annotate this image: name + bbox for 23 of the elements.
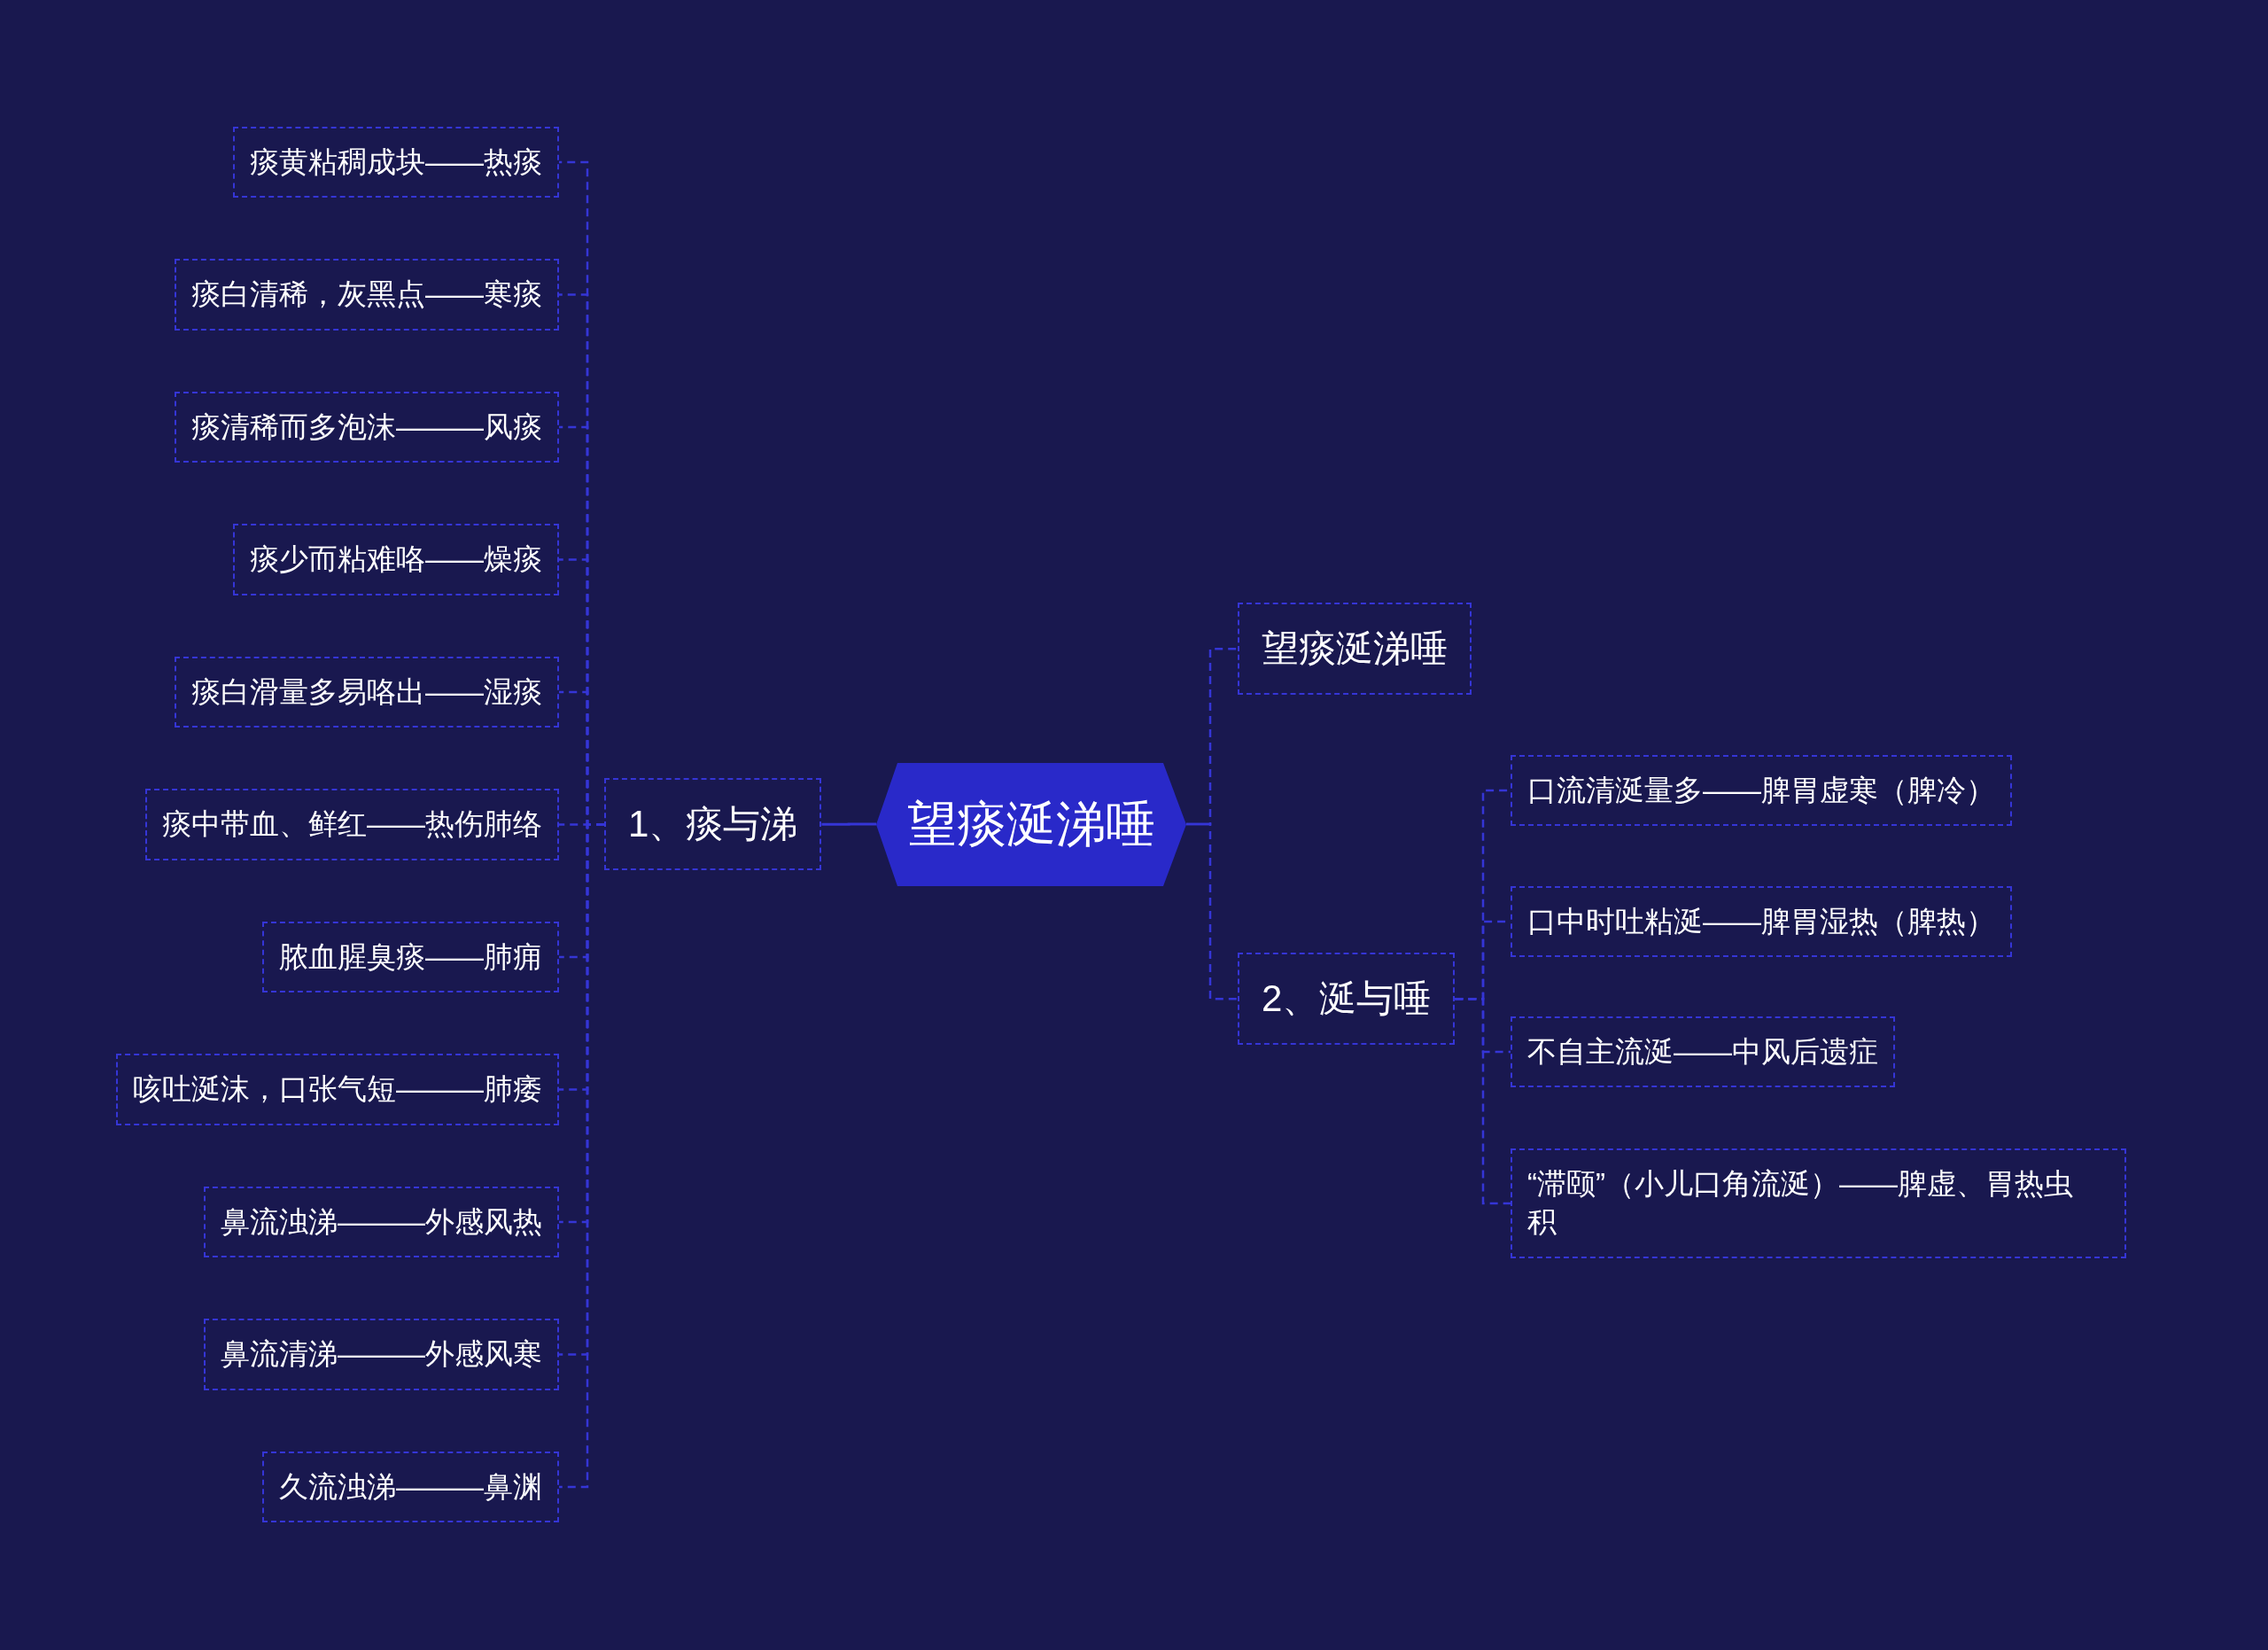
- leaf-box: 鼻流清涕———外感风寒: [204, 1319, 559, 1390]
- leaf-box: 不自主流涎——中风后遗症: [1511, 1016, 1895, 1088]
- leaf-box: 痰黄粘稠成块——热痰: [233, 126, 559, 198]
- subtopic-box: 望痰涎涕唾: [1238, 603, 1472, 696]
- leaf-box: 痰清稀而多泡沫———风痰: [175, 391, 559, 463]
- connector-line: [1186, 822, 1238, 1000]
- subtopic-box: 2、涎与唾: [1238, 953, 1456, 1046]
- leaf-box: 痰白清稀，灰黑点——寒痰: [175, 259, 559, 331]
- leaf-box: 脓血腥臭痰——肺痈: [262, 921, 559, 993]
- connector-line: [821, 822, 876, 826]
- leaf-box: 口流清涎量多——脾胃虚寒（脾冷）: [1511, 754, 2012, 827]
- connector-line: [559, 822, 604, 1489]
- leaf-box: 痰中带血、鲜红——热伤肺络: [145, 789, 559, 860]
- leaf-box: 咳吐涎沫，口张气短———肺痿: [116, 1054, 559, 1125]
- subtopic-box: 1、痰与涕: [604, 778, 822, 871]
- leaf-box: “滞颐”（小儿口角流涎）——脾虚、胃热虫积: [1511, 1148, 2126, 1258]
- leaf-box: 久流浊涕———鼻渊: [262, 1451, 559, 1523]
- connector-line: [1455, 997, 1511, 1205]
- leaf-box: 痰白滑量多易咯出——湿痰: [175, 656, 559, 728]
- leaf-box: 鼻流浊涕———外感风热: [204, 1186, 559, 1258]
- central-topic-hexagon: 望痰涎涕唾: [876, 762, 1186, 886]
- leaf-box: 口中时吐粘涎——脾胃湿热（脾热）: [1511, 885, 2012, 958]
- leaf-box: 痰少而粘难咯——燥痰: [233, 524, 559, 595]
